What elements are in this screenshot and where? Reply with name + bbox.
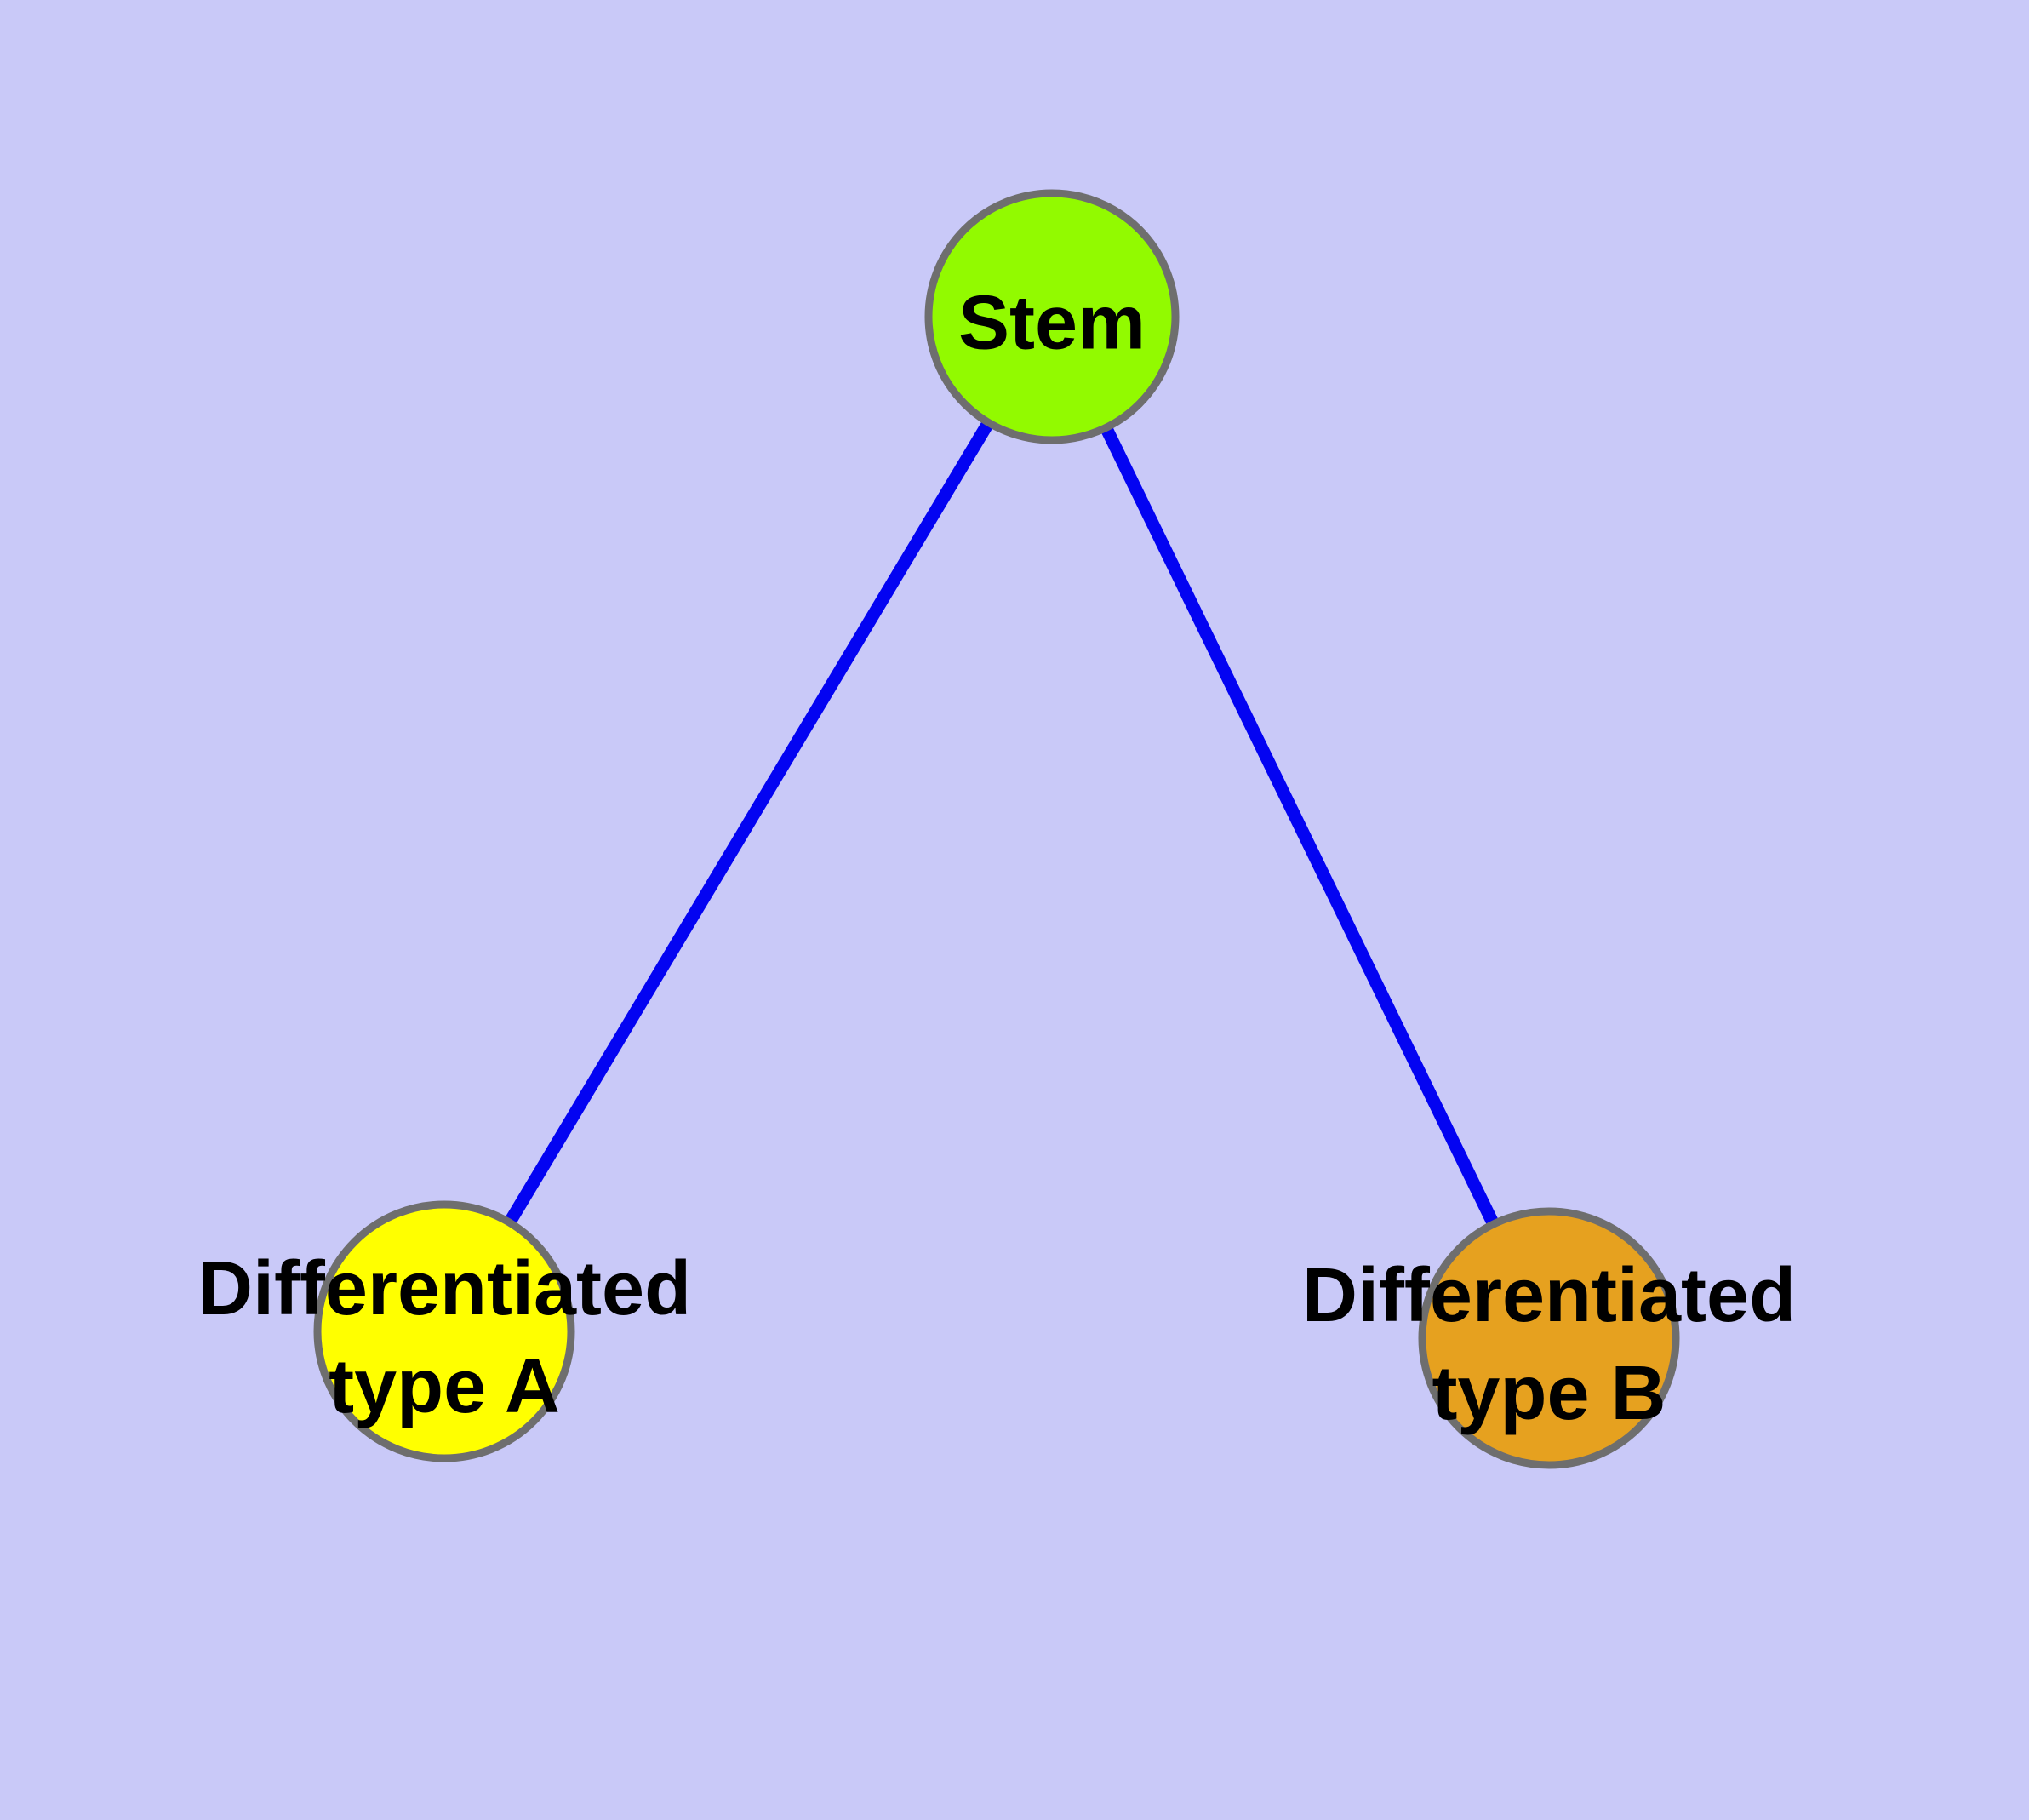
node-stem-circle [924, 189, 1180, 444]
edge-stem-to-type-b [1046, 313, 1555, 1342]
node-differentiated-type-b-circle [1418, 1207, 1680, 1469]
edge-stem-to-type-a [438, 313, 1058, 1335]
node-differentiated-type-a-circle [313, 1200, 575, 1462]
